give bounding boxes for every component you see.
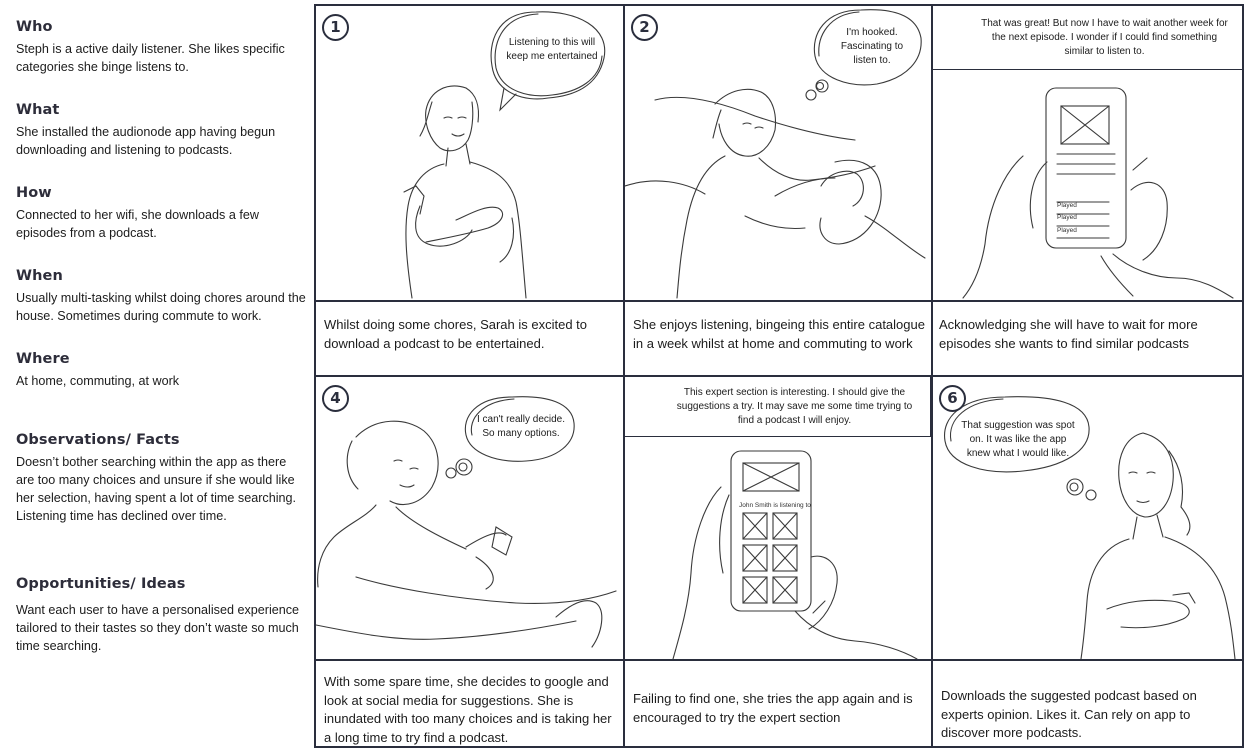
- persona-text: Usually multi-tasking whilst doing chore…: [16, 291, 306, 323]
- panel-caption: Downloads the suggested podcast based on…: [941, 688, 1197, 740]
- panel-header-text: That was great! But now I have to wait a…: [933, 6, 1242, 70]
- persona-heading: When: [16, 268, 63, 284]
- panel-2-sketch: [625, 9, 926, 299]
- panel-number: 4: [322, 385, 349, 412]
- persona-text: At home, commuting, at work: [16, 374, 180, 388]
- played-label: Played: [1057, 227, 1077, 234]
- persona-how: How Connected to her wifi, she downloads…: [16, 185, 306, 242]
- expert-grid: [742, 512, 798, 604]
- panel-header-text: This expert section is interesting. I sh…: [625, 377, 931, 437]
- persona-what: What She installed the audionode app hav…: [16, 102, 306, 159]
- persona-text: Steph is a active daily listener. She li…: [16, 42, 285, 74]
- persona-heading: Opportunities/ Ideas: [16, 576, 186, 592]
- persona-heading: Observations/ Facts: [16, 432, 180, 448]
- panel-5-sketch: [672, 450, 918, 659]
- persona-text: She installed the audionode app having b…: [16, 125, 276, 157]
- storyboard-panel-2: 2 I'm hooked. Fascinating to listen to. …: [625, 6, 931, 375]
- panel-6-sketch: [944, 396, 1236, 659]
- persona-where: Where At home, commuting, at work: [16, 351, 306, 390]
- played-label: Played: [1057, 214, 1077, 221]
- storyboard-grid: 1 Listening to this will keep me enterta…: [314, 4, 1244, 748]
- panel-caption: Failing to find one, she tries the app a…: [633, 691, 913, 725]
- phone-mockup: [1045, 87, 1127, 249]
- storyboard-panel-5: 5 This expert section is interesting. I …: [625, 377, 931, 746]
- panel-3-sketch: [962, 87, 1234, 299]
- storyboard-panel-4: 4 I can't really decide. So many options…: [316, 377, 623, 746]
- played-label: Played: [1057, 202, 1077, 209]
- panel-4-sketch: [316, 396, 617, 648]
- storyboard-panel-3: 3 That was great! But now I have to wait…: [933, 6, 1242, 375]
- persona-opportunities: Opportunities/ Ideas Want each user to h…: [16, 576, 306, 655]
- panel-number: 1: [322, 14, 349, 41]
- expert-listening-label: John Smith is listening to: [739, 502, 811, 509]
- persona-observations: Observations/ Facts Doesn’t bother searc…: [16, 432, 306, 525]
- phone-mockup: [730, 450, 812, 612]
- storyboard-panel-6: 6 That suggestion was spot on. It was li…: [933, 377, 1242, 746]
- panel-number: 2: [631, 14, 658, 41]
- persona-who: Who Steph is a active daily listener. Sh…: [16, 19, 306, 76]
- speech-bubble-text: Listening to this will keep me entertain…: [506, 37, 598, 62]
- persona-text: Want each user to have a personalised ex…: [16, 603, 300, 653]
- image-placeholder: [1060, 105, 1110, 145]
- thought-bubble-text: I can't really decide. So many options.: [476, 414, 566, 439]
- thought-bubble-text: I'm hooked. Fascinating to listen to.: [840, 27, 904, 66]
- panel-1-sketch: [403, 11, 606, 299]
- persona-heading: How: [16, 185, 52, 201]
- persona-heading: What: [16, 102, 60, 118]
- panel-caption: Acknowledging she will have to wait for …: [939, 317, 1198, 351]
- persona-text: Connected to her wifi, she downloads a f…: [16, 208, 259, 240]
- panel-caption: Whilst doing some chores, Sarah is excit…: [324, 317, 588, 351]
- persona-text: Doesn’t bother searching within the app …: [16, 455, 297, 523]
- persona-when: When Usually multi-tasking whilst doing …: [16, 268, 306, 325]
- persona-panel: Who Steph is a active daily listener. Sh…: [0, 0, 314, 756]
- panel-number: 6: [939, 385, 966, 412]
- panel-caption: With some spare time, she decides to goo…: [324, 674, 612, 745]
- speech-bubble-text: That suggestion was spot on. It was like…: [961, 420, 1075, 459]
- persona-heading: Where: [16, 351, 70, 367]
- storyboard-panel-1: 1 Listening to this will keep me enterta…: [316, 6, 623, 375]
- panel-caption: She enjoys listening, bingeing this enti…: [633, 317, 925, 351]
- persona-heading: Who: [16, 19, 53, 35]
